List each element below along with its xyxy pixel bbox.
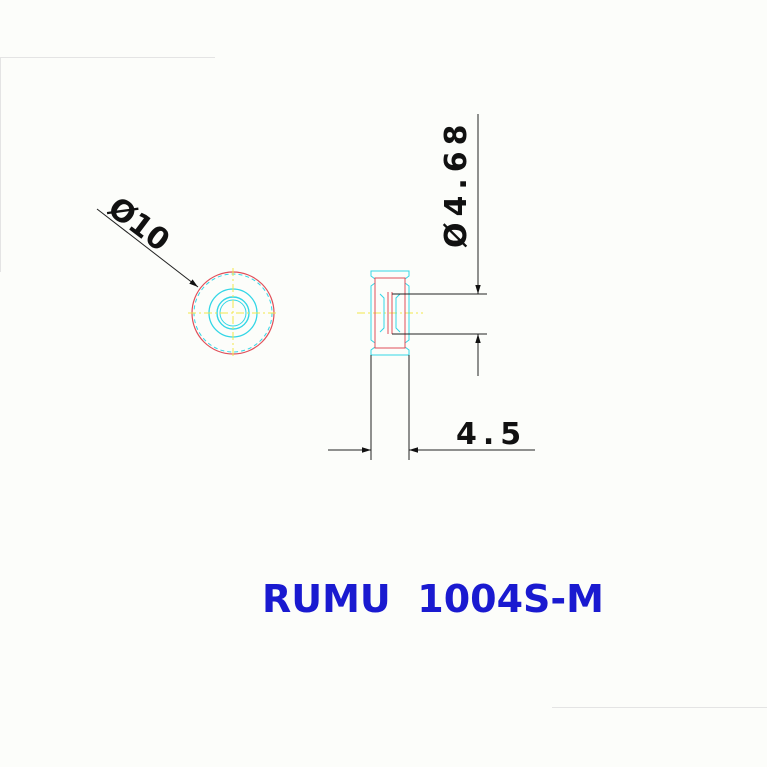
outer-diameter-dimension: Ø10 (96, 190, 199, 288)
outer-diameter-label: Ø10 (101, 190, 176, 258)
leader-line (96, 208, 199, 288)
sheet-border-bottom (552, 707, 767, 708)
sheet-border-left (0, 57, 1, 272)
bore-profile-red (374, 277, 406, 349)
bore-inner-cyan (379, 293, 401, 333)
front-view (188, 268, 278, 358)
sheet-border-top (0, 57, 215, 58)
width-dimension: 4.5 (328, 355, 535, 460)
width-label: 4.5 (456, 417, 527, 452)
side-view (357, 270, 423, 356)
inner-diameter-dimension: Ø4.68 (392, 114, 487, 376)
part-title: RUMU 1004S-M (262, 577, 604, 621)
inner-diameter-label: Ø4.68 (439, 118, 474, 248)
